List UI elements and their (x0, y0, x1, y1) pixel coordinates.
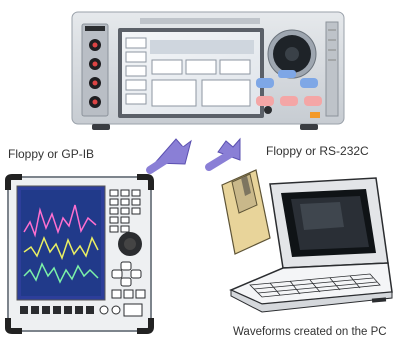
arrow-up-button (278, 70, 296, 78)
left-path-label: Floppy or GP-IB (8, 147, 95, 161)
cursor-keypad-icon (111, 261, 142, 287)
top-instrument (71, 11, 345, 130)
laptop-icon (229, 177, 393, 313)
arrow-icon (205, 137, 241, 171)
keyboard-icon (249, 273, 381, 298)
rotary-knob-icon (267, 29, 317, 79)
arrow-left-button (256, 78, 274, 88)
arrow-right-button (300, 78, 318, 88)
input-connector-icon (89, 77, 101, 89)
waveform-trace (23, 236, 99, 261)
oscilloscope-device (5, 174, 154, 334)
input-connector-icon (89, 96, 101, 108)
right-path-label: Floppy or RS-232C (266, 144, 369, 158)
waveform-trace (23, 204, 97, 238)
waveform-trace (23, 262, 99, 284)
function-button (280, 96, 298, 106)
pc-caption: Waveforms created on the PC (233, 326, 387, 338)
arrow-icon (146, 138, 192, 174)
instrument-display (118, 28, 264, 118)
floppy-disk-icon (221, 169, 271, 255)
function-button (256, 96, 274, 106)
input-connector-icon (89, 58, 101, 70)
function-button (304, 96, 322, 106)
input-connector-icon (89, 39, 101, 51)
jog-dial-icon (118, 232, 142, 256)
